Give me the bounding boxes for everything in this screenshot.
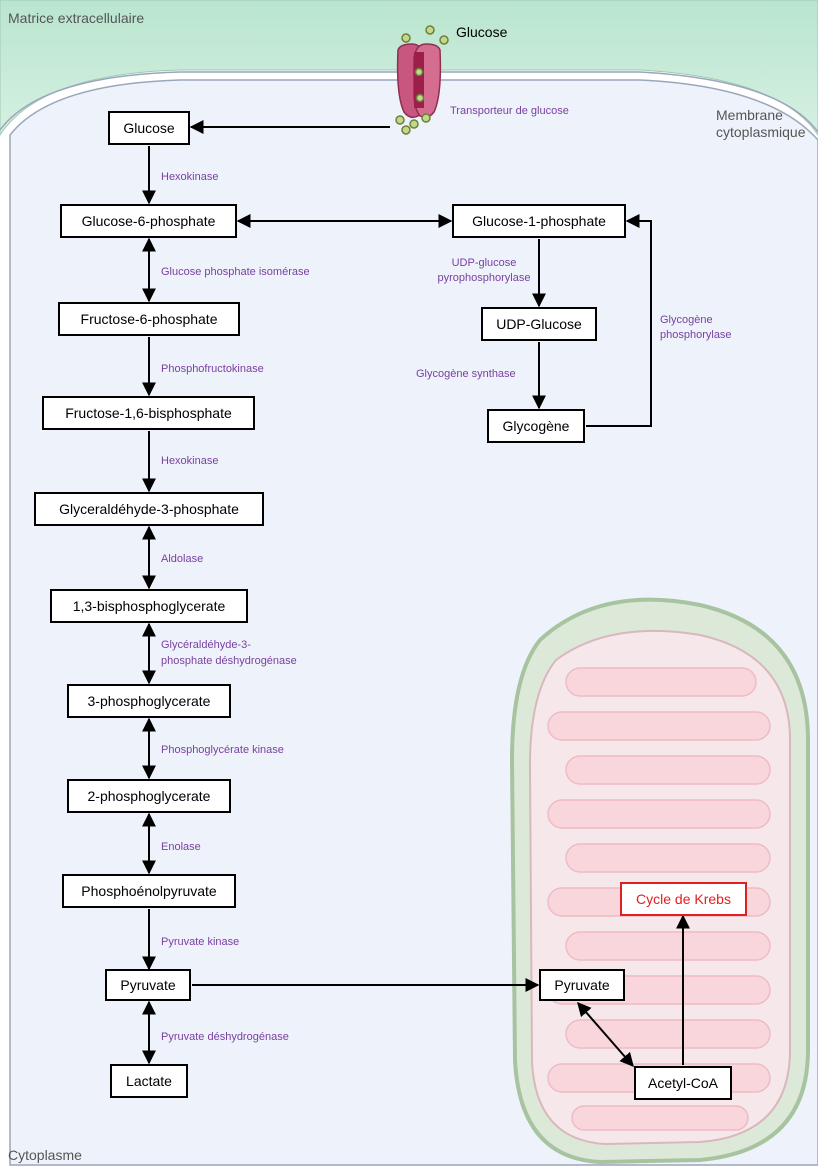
node-glucose: Glucose (108, 111, 190, 145)
node-3-phosphoglycerate: 3-phosphoglycerate (67, 684, 231, 718)
enzyme-enolase: Enolase (161, 841, 201, 853)
enzyme-ugp-line1: UDP-glucose (451, 257, 517, 269)
enzyme-ugp-line2: pyrophosphorylase (437, 272, 531, 284)
node-pyruvate-mitochondrial: Pyruvate (539, 969, 625, 1001)
label-membrane-line2: cytoplasmique (716, 124, 806, 140)
node-2-phosphoglycerate: 2-phosphoglycerate (67, 779, 231, 813)
node-glucose-1-phosphate: Glucose-1-phosphate (452, 204, 626, 238)
node-cycle-de-krebs: Cycle de Krebs (620, 882, 747, 916)
node-fructose-1-6-bisphosphate: Fructose-1,6-bisphosphate (42, 396, 255, 430)
enzyme-glycogen-phosphorylase-line2: phosphorylase (660, 329, 732, 341)
node-pyruvate: Pyruvate (105, 969, 191, 1001)
node-glycogen: Glycogène (487, 409, 585, 443)
glucose-transporter-icon (396, 43, 442, 119)
enzyme-aldolase: Aldolase (161, 553, 204, 565)
node-acetyl-coa: Acetyl-CoA (634, 1066, 732, 1100)
node-udp-glucose: UDP-Glucose (481, 307, 597, 341)
node-glucose-6-phosphate: Glucose-6-phosphate (60, 204, 237, 238)
enzyme-gapdh-line1: Glycéraldéhyde-3- (161, 639, 251, 651)
enzyme-phosphofructokinase: Phosphofructokinase (161, 363, 264, 375)
enzyme-phosphoglycerate-kinase: Phosphoglycérate kinase (161, 744, 284, 756)
arrow-pyruvate-acetylcoa (577, 1001, 634, 1068)
enzyme-glycogen-synthase: Glycogène synthase (416, 368, 516, 380)
enzyme-pyruvate-kinase: Pyruvate kinase (161, 936, 240, 948)
node-fructose-6-phosphate: Fructose-6-phosphate (58, 302, 240, 336)
enzyme-hexokinase-2: Hexokinase (161, 455, 219, 467)
enzyme-hexokinase-1: Hexokinase (161, 171, 219, 183)
label-extracellular-glucose: Glucose (456, 24, 508, 40)
enzyme-pyruvate-dehydrogenase: Pyruvate déshydrogénase (161, 1031, 289, 1043)
glucose-molecule-icon (395, 25, 449, 135)
enzyme-glycogen-phosphorylase-line1: Glycogène (660, 314, 713, 326)
node-phosphoenolpyruvate: Phosphoénolpyruvate (62, 874, 236, 908)
enzyme-gapdh-line2: phosphate déshydrogénase (161, 655, 297, 667)
label-membrane-line1: Membrane (716, 107, 783, 123)
node-1-3-bisphosphoglycerate: 1,3-bisphosphoglycerate (50, 589, 248, 623)
label-glucose-transporter: Transporteur de glucose (450, 105, 569, 117)
enzyme-glucose-phosphate-isomerase: Glucose phosphate isomérase (161, 266, 310, 278)
label-extracellular: Matrice extracellulaire (8, 10, 145, 26)
arrow-glycogen-g1p (586, 214, 652, 427)
node-glyceraldehyde-3-phosphate: Glyceraldéhyde-3-phosphate (34, 492, 264, 526)
label-cytoplasm: Cytoplasme (8, 1147, 82, 1163)
node-lactate: Lactate (110, 1064, 188, 1098)
